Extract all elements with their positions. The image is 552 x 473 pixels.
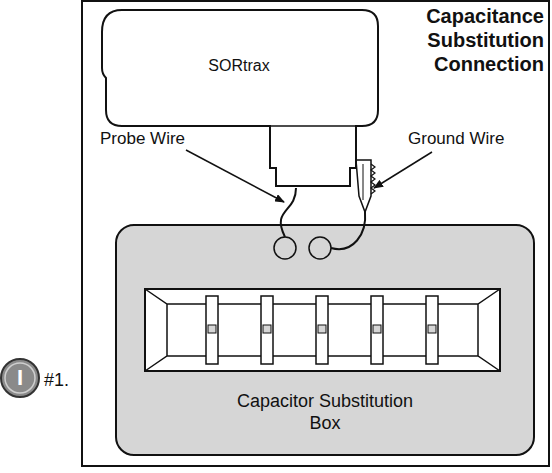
device-name: SORtrax [100, 55, 378, 77]
step-icon [1, 359, 39, 397]
diagram-title: Capacitance Substitution Connection [404, 4, 544, 76]
frame [82, 1, 549, 466]
device-body-outline [100, 8, 382, 188]
wire-label: Ground Wire [408, 129, 504, 149]
alligator-clip [356, 160, 375, 212]
step-number: #1. [44, 369, 69, 391]
box-name: Capacitor Substitution Box [235, 390, 415, 434]
wire-label: Probe Wire [100, 129, 185, 149]
leader-line [374, 152, 432, 188]
step-icon-mark: I [1, 365, 39, 391]
device-body: SORtrax [100, 8, 382, 188]
substitution-box: Capacitor Substitution Box [115, 224, 535, 456]
